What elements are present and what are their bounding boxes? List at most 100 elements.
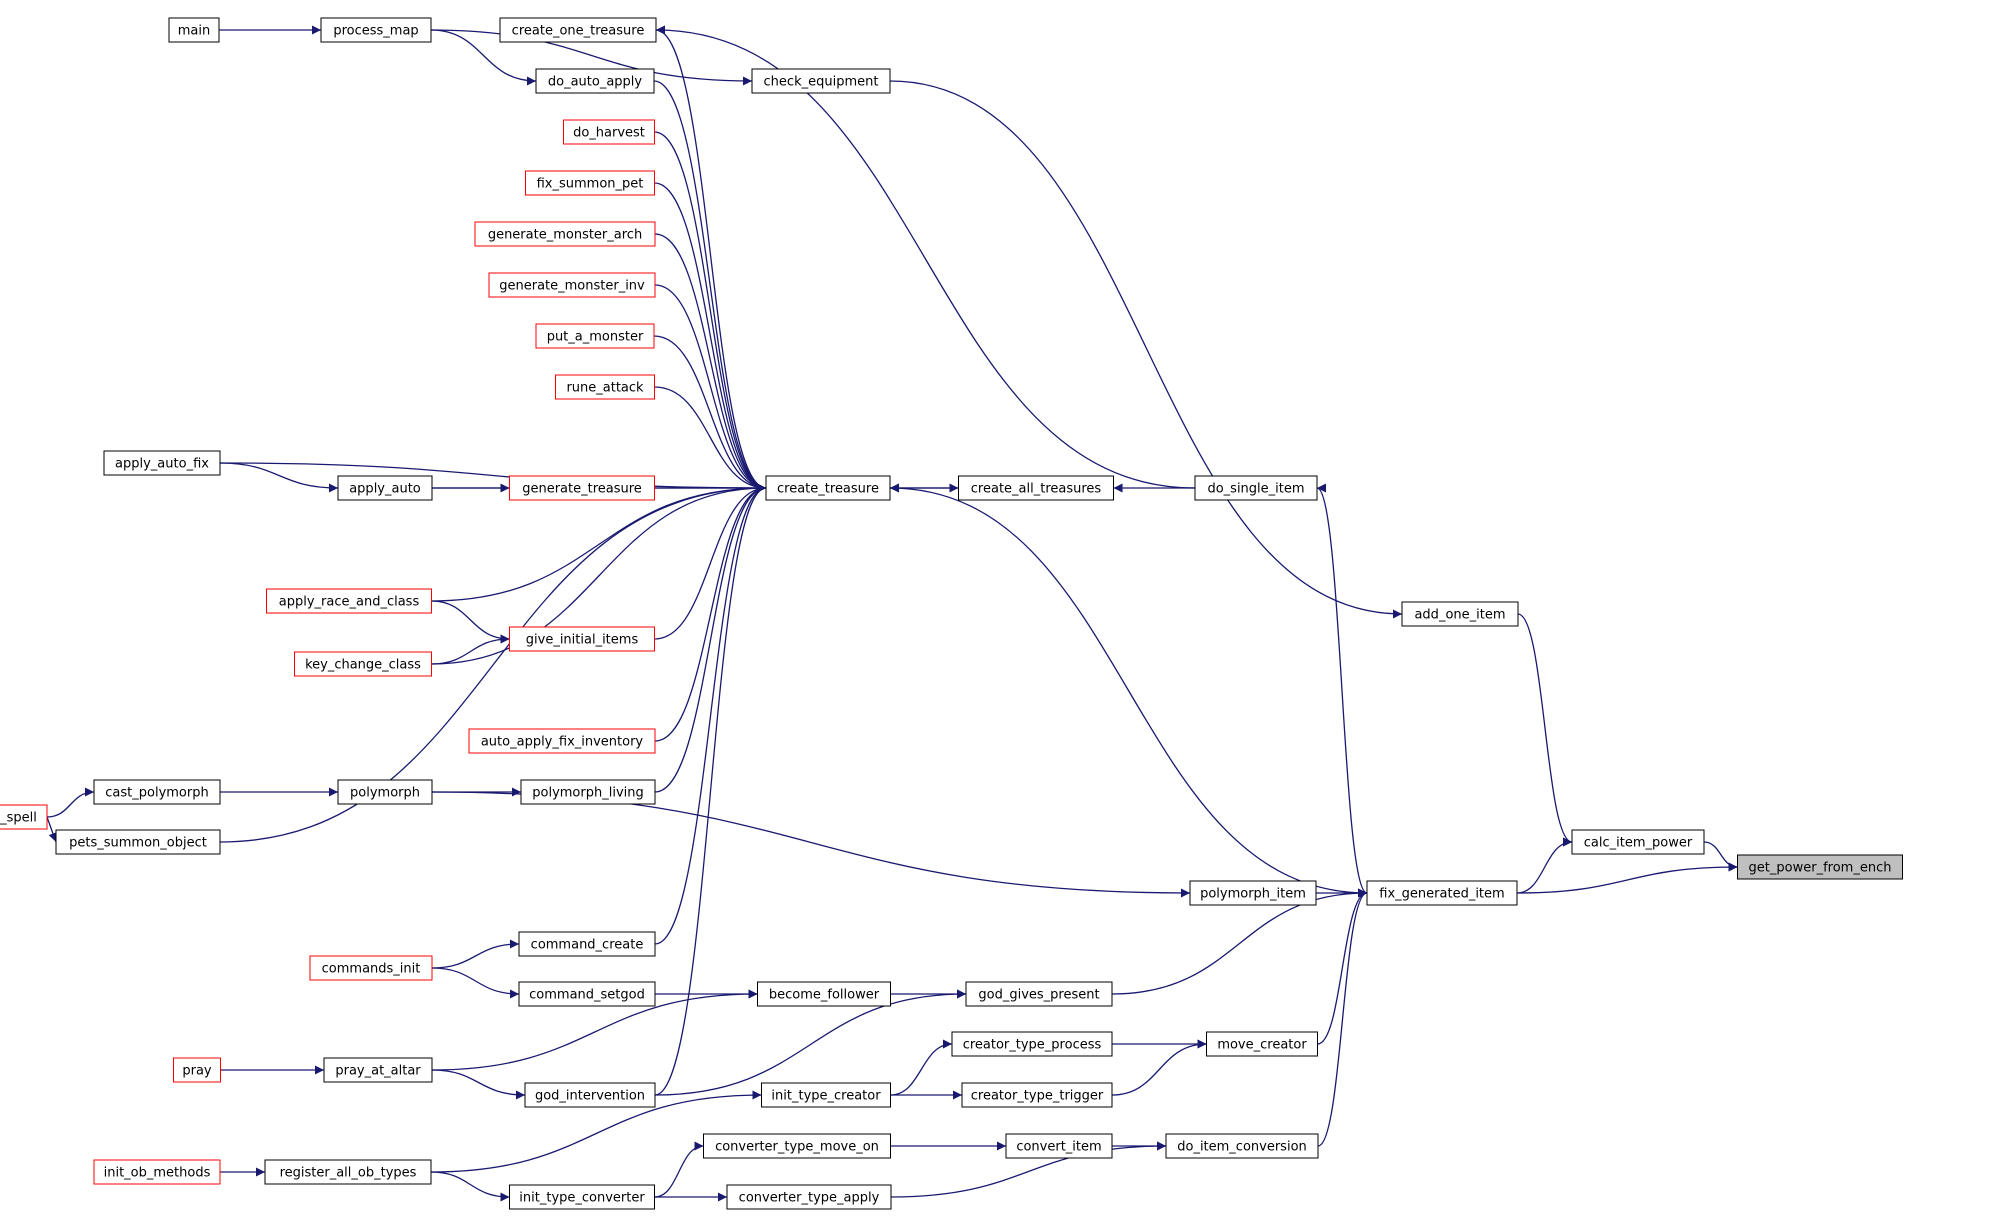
edge-pray_at_altar-to-become_follower xyxy=(431,989,758,1071)
node-process-map[interactable]: process_map xyxy=(320,17,432,43)
node-pray-at-altar[interactable]: pray_at_altar xyxy=(323,1057,433,1083)
edge-fix_generated_item-to-create_treasure xyxy=(889,483,1368,894)
edge-cast_spell-to-cast_polymorph xyxy=(46,787,95,818)
node-box xyxy=(1206,1031,1318,1057)
node-label: main xyxy=(178,24,210,39)
node-cast-spell[interactable]: cast_spell xyxy=(0,804,48,830)
edge-auto_apply_fix_inventory-to-create_treasure xyxy=(654,483,767,742)
edge-fix_summon_pet-to-create_treasure xyxy=(654,182,767,493)
node-do-harvest[interactable]: do_harvest xyxy=(563,119,655,145)
node-register-all-ob-types[interactable]: register_all_ob_types xyxy=(264,1159,432,1185)
node-label: register_all_ob_types xyxy=(280,1166,417,1181)
node-apply-auto[interactable]: apply_auto xyxy=(337,475,433,501)
edge-apply_auto_fix-to-apply_auto xyxy=(219,462,339,493)
node-label: cast_polymorph xyxy=(105,786,208,801)
node-generate-monster-inv[interactable]: generate_monster_inv xyxy=(488,272,656,298)
node-add-one-item[interactable]: add_one_item xyxy=(1401,601,1519,627)
node-generate-monster-arch[interactable]: generate_monster_arch xyxy=(474,221,656,247)
node-init-type-converter[interactable]: init_type_converter xyxy=(509,1184,655,1210)
node-label: god_intervention xyxy=(535,1089,645,1104)
node-main[interactable]: main xyxy=(168,17,220,43)
node-label: fix_summon_pet xyxy=(537,177,644,192)
node-commands-init[interactable]: commands_init xyxy=(309,955,433,981)
node-do-single-item[interactable]: do_single_item xyxy=(1194,475,1318,501)
node-generate-treasure[interactable]: generate_treasure xyxy=(509,475,655,501)
node-box xyxy=(1194,475,1318,501)
node-box xyxy=(0,804,48,830)
node-put-a-monster[interactable]: put_a_monster xyxy=(535,323,655,349)
edge-pets_summon_object-to-create_treasure xyxy=(219,483,767,843)
edge-init_type_creator-to-creator_type_process xyxy=(890,1039,953,1096)
node-box xyxy=(965,981,1113,1007)
node-box xyxy=(168,17,220,43)
edge-god_intervention-to-create_treasure xyxy=(654,483,767,1096)
node-get-power-from-ench[interactable]: get_power_from_ench xyxy=(1737,854,1903,880)
node-pray[interactable]: pray xyxy=(173,1057,221,1083)
node-cast-polymorph[interactable]: cast_polymorph xyxy=(93,779,221,805)
node-move-creator[interactable]: move_creator xyxy=(1206,1031,1318,1057)
node-label: creator_type_trigger xyxy=(971,1089,1104,1104)
node-give-initial-items[interactable]: give_initial_items xyxy=(509,626,655,652)
node-create-all-treasures[interactable]: create_all_treasures xyxy=(958,475,1114,501)
node-apply-auto-fix[interactable]: apply_auto_fix xyxy=(103,450,221,476)
node-command-setgod[interactable]: command_setgod xyxy=(518,981,656,1007)
node-creator-type-process[interactable]: creator_type_process xyxy=(951,1031,1113,1057)
node-box xyxy=(474,221,656,247)
node-calc-item-power[interactable]: calc_item_power xyxy=(1571,829,1705,855)
node-key-change-class[interactable]: key_change_class xyxy=(294,651,432,677)
node-label: apply_auto_fix xyxy=(115,457,209,472)
node-box xyxy=(488,272,656,298)
edge-apply_race_and_class-to-create_treasure xyxy=(431,483,767,602)
node-box xyxy=(93,1159,221,1185)
node-box xyxy=(958,475,1114,501)
node-box xyxy=(509,475,655,501)
node-pets-summon-object[interactable]: pets_summon_object xyxy=(55,829,221,855)
node-polymorph-living[interactable]: polymorph_living xyxy=(520,779,656,805)
node-box xyxy=(509,626,655,652)
node-god-gives-present[interactable]: god_gives_present xyxy=(965,981,1113,1007)
node-box xyxy=(726,1184,892,1210)
node-create-treasure[interactable]: create_treasure xyxy=(765,475,891,501)
node-create-one-treasure[interactable]: create_one_treasure xyxy=(499,17,657,43)
node-creator-type-trigger[interactable]: creator_type_trigger xyxy=(961,1082,1113,1108)
node-init-type-creator[interactable]: init_type_creator xyxy=(761,1082,891,1108)
node-do-item-conversion[interactable]: do_item_conversion xyxy=(1165,1133,1319,1159)
node-converter-type-move-on[interactable]: converter_type_move_on xyxy=(703,1133,891,1159)
node-convert-item[interactable]: convert_item xyxy=(1005,1133,1113,1159)
node-polymorph[interactable]: polymorph xyxy=(337,779,433,805)
edge-move_creator-to-fix_generated_item xyxy=(1317,888,1368,1045)
node-do-auto-apply[interactable]: do_auto_apply xyxy=(535,68,655,94)
edge-rune_attack-to-create_treasure xyxy=(654,386,767,493)
edge-generate_monster_inv-to-create_treasure xyxy=(654,284,767,493)
edge-generate_monster_arch-to-create_treasure xyxy=(654,233,767,493)
node-box xyxy=(337,779,433,805)
edge-process_map-to-do_auto_apply xyxy=(430,29,537,86)
edge-fix_generated_item-to-get_power_from_ench xyxy=(1516,862,1738,894)
edge-give_initial_items-to-create_treasure xyxy=(654,483,767,640)
node-command-create[interactable]: command_create xyxy=(518,931,656,957)
node-converter-type-apply[interactable]: converter_type_apply xyxy=(726,1184,892,1210)
node-auto-apply-fix-inventory[interactable]: auto_apply_fix_inventory xyxy=(468,728,656,754)
edge-add_one_item-to-calc_item_power xyxy=(1517,613,1573,847)
node-init-ob-methods[interactable]: init_ob_methods xyxy=(93,1159,221,1185)
node-god-intervention[interactable]: god_intervention xyxy=(524,1082,656,1108)
node-box xyxy=(757,981,891,1007)
node-fix-summon-pet[interactable]: fix_summon_pet xyxy=(525,170,655,196)
node-rune-attack[interactable]: rune_attack xyxy=(555,374,655,400)
node-box xyxy=(266,588,432,614)
node-fix-generated-item[interactable]: fix_generated_item xyxy=(1366,880,1518,906)
edge-creator_type_trigger-to-move_creator xyxy=(1111,1039,1207,1096)
node-label: do_harvest xyxy=(573,126,645,141)
node-label: apply_race_and_class xyxy=(279,595,420,610)
edge-commands_init-to-command_create xyxy=(431,939,520,969)
node-apply-race-and-class[interactable]: apply_race_and_class xyxy=(266,588,432,614)
edges-layer xyxy=(46,25,1738,1202)
node-become-follower[interactable]: become_follower xyxy=(757,981,891,1007)
edge-check_equipment-to-add_one_item xyxy=(889,80,1403,619)
node-box xyxy=(1165,1133,1319,1159)
node-polymorph-item[interactable]: polymorph_item xyxy=(1189,880,1317,906)
node-box xyxy=(1571,829,1705,855)
node-check-equipment[interactable]: check_equipment xyxy=(751,68,891,94)
node-label: init_ob_methods xyxy=(104,1166,211,1181)
node-label: become_follower xyxy=(769,988,880,1003)
